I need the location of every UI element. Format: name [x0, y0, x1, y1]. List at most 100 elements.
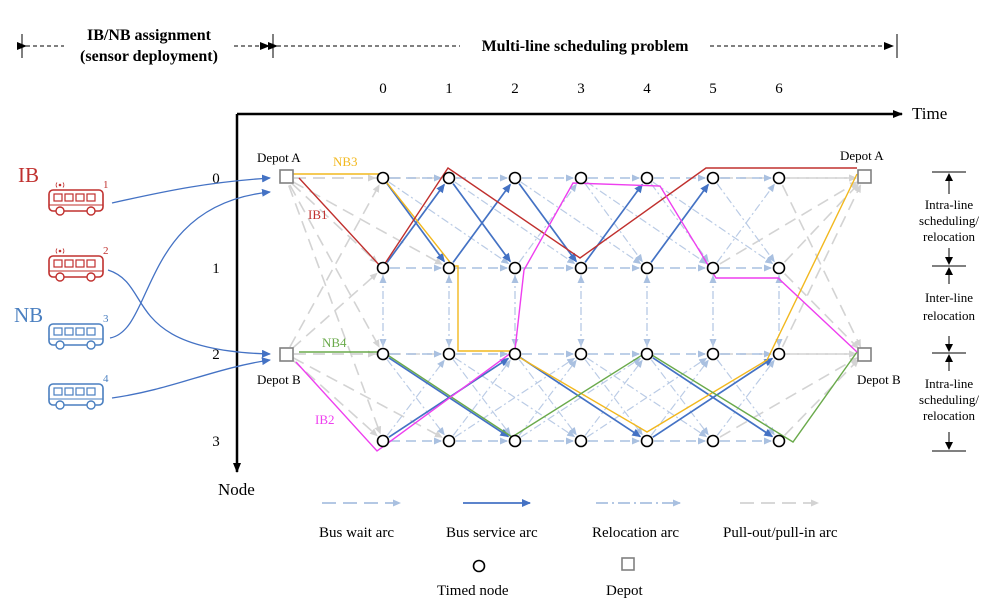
time-tick-1: 1 [445, 81, 453, 97]
pull-in-arc [719, 181, 858, 265]
pull-out-arc [289, 184, 380, 348]
side-label-2-line-2: relocation [923, 308, 975, 323]
timed-node [640, 171, 654, 185]
legend-relocation-label: Relocation arc [592, 525, 679, 541]
route-ib2 [295, 182, 858, 452]
pull-in-arc [719, 357, 858, 438]
bus-service-arc [650, 183, 709, 263]
relocation-arcs [379, 181, 783, 438]
timed-node [376, 261, 390, 275]
route-labels: NB3 IB1 NB4 IB2 [308, 154, 358, 427]
bus-service-arc [452, 183, 511, 263]
bus-1-number: 1 [103, 179, 109, 191]
node-tick-1: 1 [212, 261, 220, 277]
timed-node [574, 171, 588, 185]
depot-b-right-label: Depot B [857, 372, 901, 387]
pull-in-arc [781, 184, 862, 348]
timed-node [574, 261, 588, 275]
depot-a-left [279, 169, 294, 184]
legend-wait-label: Bus wait arc [319, 525, 394, 541]
legend-timed-node-label: Timed node [437, 583, 509, 599]
bus-4-number: 4 [103, 373, 109, 385]
bus-wait-arcs [390, 174, 772, 445]
pull-out-arc [291, 182, 378, 264]
pull-out-arc [288, 185, 382, 435]
side-label-1-line-2: scheduling/ [919, 213, 979, 228]
time-tick-2: 2 [511, 81, 519, 97]
relocation-arc [652, 181, 774, 265]
relocation-arc [586, 181, 708, 265]
timed-node [508, 347, 522, 361]
side-label-1-line-3: relocation [923, 229, 975, 244]
legend-timed-node-symbol [472, 559, 486, 573]
pull-in-arc [781, 184, 862, 348]
relocation-arc [388, 181, 510, 265]
depot-a-right-label: Depot A [840, 148, 884, 163]
timed-node [508, 171, 522, 185]
node-axis-label: Node [218, 480, 255, 499]
time-tick-4: 4 [643, 81, 651, 97]
side-label-2-line-1: Inter-line [925, 290, 973, 305]
timed-node [442, 347, 456, 361]
bus-service-arc [584, 183, 643, 263]
pull-out-arc [291, 358, 378, 437]
side-label-3-line-1: Intra-line [925, 376, 974, 391]
time-tick-3: 3 [577, 81, 585, 97]
timed-node [640, 261, 654, 275]
depots: Depot A Depot B Depot A Depot B [257, 148, 901, 387]
side-label-3-line-2: scheduling/ [919, 392, 979, 407]
timed-node [772, 434, 786, 448]
bus-4-icon: 4 [48, 373, 109, 410]
relocation-arc [520, 181, 642, 265]
depot-b-left [279, 347, 294, 362]
relocation-arc [454, 181, 576, 265]
timed-node [442, 434, 456, 448]
assignment-arcs [107, 174, 271, 399]
timed-nodes [376, 171, 786, 448]
sensor-deployment-subtitle: (sensor deployment) [80, 48, 218, 65]
time-tick-6: 6 [775, 81, 783, 97]
timed-node [706, 434, 720, 448]
relocation-arc [454, 357, 576, 438]
bus-3-icon: 3 [48, 313, 109, 350]
legend: Bus wait arc Bus service arc Relocation … [319, 499, 838, 599]
pull-in-arc [783, 183, 860, 263]
time-tick-0: 0 [379, 81, 387, 97]
relocation-arc [716, 183, 775, 263]
multi-line-scheduling-title: Multi-line scheduling problem [482, 38, 690, 55]
bus-3-number: 3 [103, 313, 109, 325]
bus-1-icon: 1 [48, 179, 109, 216]
pull-out-arc [292, 181, 443, 265]
timed-node [442, 171, 456, 185]
nb-label: NB [14, 303, 43, 327]
pull-in-arc [784, 273, 860, 350]
timed-node [706, 347, 720, 361]
timed-node [574, 347, 588, 361]
timed-node [772, 261, 786, 275]
bus-2-icon: 2 [48, 245, 109, 282]
route-label-ib1: IB1 [308, 207, 328, 222]
depot-a-right [857, 169, 872, 184]
header: IB/NB assignment (sensor deployment) Mul… [17, 27, 898, 65]
timed-node [772, 171, 786, 185]
timed-node [508, 261, 522, 275]
bus-service-arc [652, 357, 774, 438]
time-axis-label: Time [912, 104, 947, 123]
timed-node [376, 434, 390, 448]
timed-node [772, 347, 786, 361]
side-label-1-line-1: Intra-line [925, 197, 974, 212]
timed-node [508, 434, 522, 448]
legend-service-label: Bus service arc [446, 525, 538, 541]
route-label-nb4: NB4 [322, 335, 347, 350]
relocation-arc [586, 357, 708, 438]
route-label-ib2: IB2 [315, 412, 335, 427]
vehicle-routes [288, 167, 858, 452]
side-annotations: Intra-line scheduling/ relocation Inter-… [919, 171, 979, 452]
ib-nb-assignment-title: IB/NB assignment [87, 27, 212, 44]
side-label-3-line-3: relocation [923, 408, 975, 423]
